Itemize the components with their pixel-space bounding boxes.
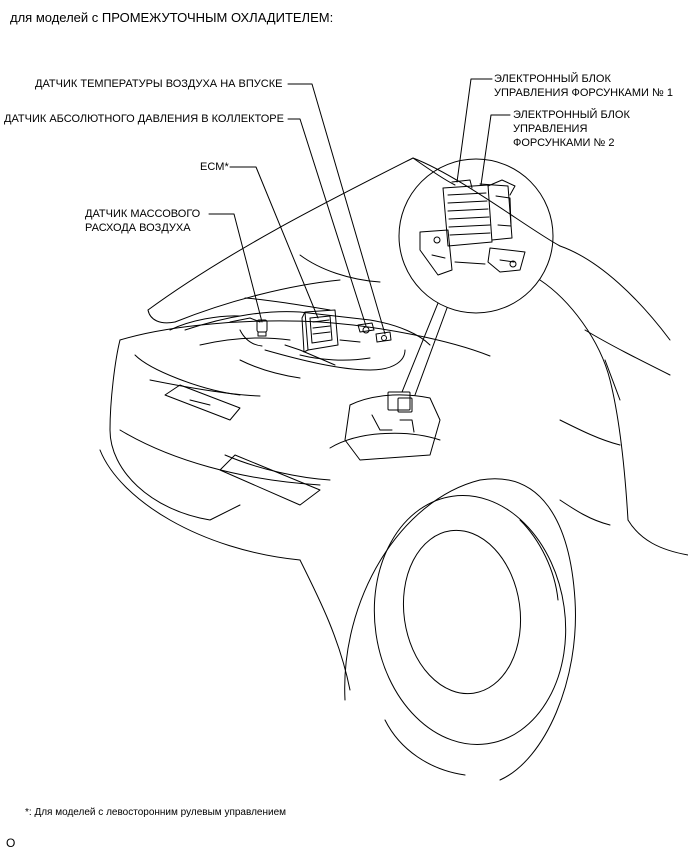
label-mass-air-flow-sensor: ДАТЧИК МАССОВОГО РАСХОДА ВОЗДУХА	[85, 208, 201, 234]
front-wheel	[344, 478, 576, 781]
label-ecm: ECM*	[200, 161, 229, 173]
mass-air-flow-sensor	[256, 319, 268, 337]
hood-outline	[147, 157, 561, 324]
car-body-outline	[99, 245, 688, 691]
corner-mark: O	[6, 836, 16, 850]
intake-sensors	[357, 322, 392, 343]
injector-drivers-in-car	[344, 391, 441, 461]
engine-bay-outline	[184, 311, 431, 379]
callout-circle	[398, 158, 554, 396]
label-injector-driver-1: ЭЛЕКТРОННЫЙ БЛОК УПРАВЛЕНИЯ ФОРСУНКАМИ №…	[494, 73, 673, 99]
leader-lines	[208, 78, 511, 335]
injector-drivers-enlarged	[419, 179, 526, 276]
label-intake-air-temp-sensor: ДАТЧИК ТЕМПЕРАТУРЫ ВОЗДУХА НА ВПУСКЕ	[35, 78, 283, 90]
page-heading: для моделей с ПРОМЕЖУТОЧНЫМ ОХЛАДИТЕЛЕМ:	[10, 10, 334, 25]
label-manifold-pressure-sensor: ДАТЧИК АБСОЛЮТНОГО ДАВЛЕНИЯ В КОЛЛЕКТОРЕ	[4, 113, 284, 125]
footnote: *: Для моделей с левосторонним рулевым у…	[25, 807, 287, 818]
label-injector-driver-2: ЭЛЕКТРОННЫЙ БЛОК УПРАВЛЕНИЯ ФОРСУНКАМИ №…	[513, 109, 630, 149]
ecm-unit	[301, 309, 339, 353]
